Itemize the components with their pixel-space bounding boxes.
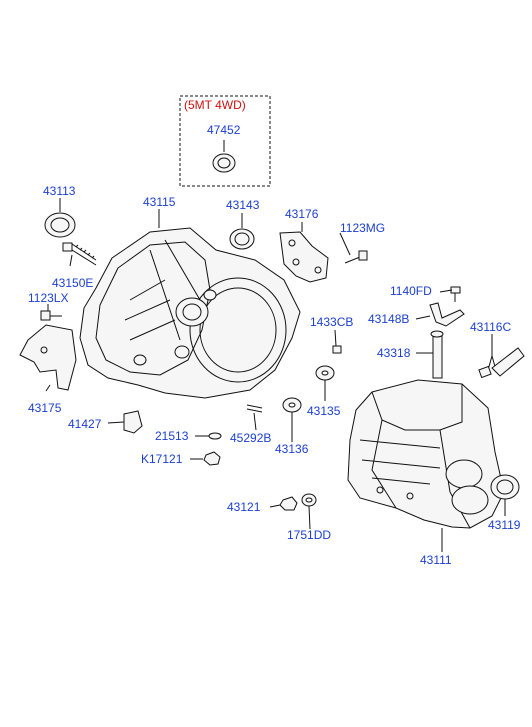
washer-43136 — [282, 397, 302, 413]
part-label-47452[interactable]: 47452 — [207, 123, 241, 137]
variant-box — [179, 95, 271, 187]
part-label-43176[interactable]: 43176 — [285, 207, 319, 221]
bolt-43150E — [62, 242, 97, 266]
part-label-1751DD[interactable]: 1751DD — [287, 528, 332, 542]
plug-43121 — [279, 496, 298, 511]
oil-seal-43113 — [44, 212, 76, 238]
part-label-21513[interactable]: 21513 — [155, 429, 189, 443]
part-label-K17121[interactable]: K17121 — [141, 452, 183, 466]
washer-43135 — [315, 365, 335, 381]
clutch-housing-43115 — [79, 227, 301, 399]
part-label-1123MG[interactable]: 1123MG — [340, 221, 386, 235]
part-label-43121[interactable]: 43121 — [227, 500, 261, 514]
part-label-45292B[interactable]: 45292B — [230, 431, 272, 445]
part-label-43136[interactable]: 43136 — [275, 442, 309, 456]
bolt-1123MG — [344, 250, 368, 264]
part-label-43116C[interactable]: 43116C — [470, 320, 512, 334]
part-label-43148B[interactable]: 43148B — [368, 312, 410, 326]
part-label-43175[interactable]: 43175 — [28, 401, 62, 415]
part-label-43119[interactable]: 43119 — [488, 518, 521, 532]
part-label-43150E[interactable]: 43150E — [52, 276, 94, 290]
part-label-43318[interactable]: 43318 — [377, 346, 411, 360]
boot-41427 — [123, 410, 143, 434]
oil-seal-43143 — [229, 228, 255, 250]
part-label-41427[interactable]: 41427 — [68, 417, 102, 431]
oil-seal-43119 — [490, 474, 520, 500]
part-label-43135[interactable]: 43135 — [307, 404, 341, 418]
bolt-1140FD — [450, 286, 461, 302]
part-label-1433CB[interactable]: 1433CB — [310, 315, 354, 329]
bracket-43148B — [429, 302, 465, 327]
part-label-43143[interactable]: 43143 — [226, 198, 260, 212]
leader-lines — [45, 140, 506, 552]
plug-1433CB — [332, 345, 342, 354]
variant-note: (5MT 4WD) — [184, 98, 246, 112]
nut-K17121 — [203, 451, 221, 466]
part-label-43113[interactable]: 43113 — [43, 184, 76, 198]
part-label-43115[interactable]: 43115 — [143, 195, 176, 209]
part-label-1140FD[interactable]: 1140FD — [390, 284, 432, 298]
part-label-43111[interactable]: 43111 — [420, 553, 452, 567]
bracket-43175 — [19, 324, 77, 391]
transmission-case-43111 — [347, 379, 505, 529]
bracket-43176 — [279, 231, 329, 283]
part-label-1123LX[interactable]: 1123LX — [28, 291, 69, 305]
washer-21513 — [208, 432, 222, 440]
assembly-43116C — [478, 344, 525, 379]
shaft-43318 — [430, 330, 444, 379]
bolt-1123LX — [40, 310, 62, 321]
gasket-1751DD — [301, 493, 317, 507]
pin-45292B — [246, 404, 263, 413]
oil-seal-47452 — [212, 153, 236, 173]
